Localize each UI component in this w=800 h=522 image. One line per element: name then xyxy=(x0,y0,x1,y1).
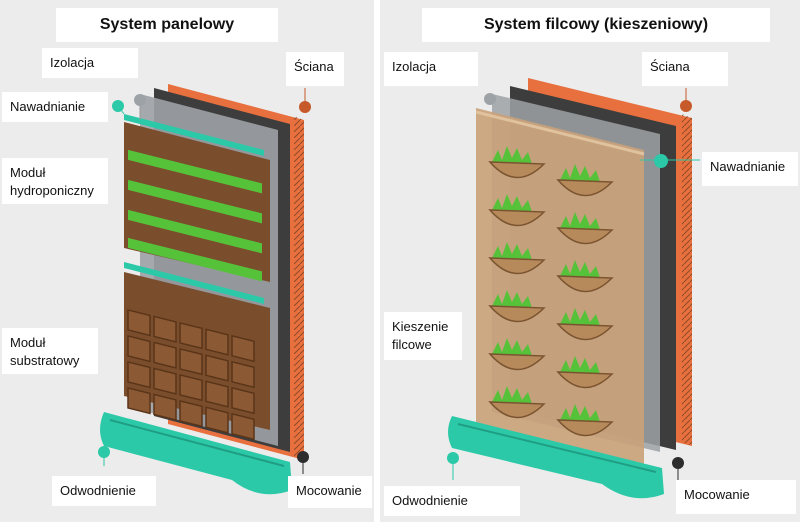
left-irrigation-dot xyxy=(112,100,124,112)
right-drainage-gutter xyxy=(448,416,664,499)
right-label-irrigation: Nawadnianie xyxy=(702,152,798,186)
right-mounting-dot xyxy=(672,457,684,469)
right-label-insulation: Izolacja xyxy=(384,52,478,86)
right-irrigation-dot xyxy=(654,154,668,168)
right-wall-dot xyxy=(680,100,692,112)
left-irrigation-bar xyxy=(124,114,264,156)
left-wall-side xyxy=(294,116,304,460)
left-label-insulation: Izolacja xyxy=(42,48,138,78)
left-hydroponic-grass xyxy=(128,149,262,282)
left-label-hydroponic: Moduł hydroponiczny xyxy=(2,158,108,204)
left-title: System panelowy xyxy=(56,8,278,42)
left-drainage-gutter xyxy=(100,412,292,495)
right-diagram xyxy=(447,78,700,499)
right-label-mounting: Mocowanie xyxy=(676,480,796,514)
left-irrigation-bar-2 xyxy=(124,262,264,304)
left-diagram xyxy=(98,84,311,495)
left-substrate-cells xyxy=(127,308,255,441)
right-felt-pockets xyxy=(488,146,614,437)
right-label-drainage: Odwodnienie xyxy=(384,486,520,516)
left-label-irrigation: Nawadnianie xyxy=(2,92,108,122)
right-insulation-dot xyxy=(484,93,496,105)
left-label-mounting: Mocowanie xyxy=(288,476,372,508)
right-label-pockets: Kieszenie filcowe xyxy=(384,312,462,360)
right-wall-side xyxy=(682,114,692,446)
right-title: System filcowy (kieszeniowy) xyxy=(422,8,770,42)
left-insulation-dot xyxy=(134,94,146,106)
right-drainage-dot xyxy=(447,452,459,464)
right-label-wall: Ściana xyxy=(642,52,728,86)
left-label-drainage: Odwodnienie xyxy=(52,476,156,506)
left-label-wall: Ściana xyxy=(286,52,344,86)
left-mounting-dot xyxy=(297,451,309,463)
left-drainage-dot xyxy=(98,446,110,458)
divider xyxy=(374,0,380,522)
left-label-substrate: Moduł substratowy xyxy=(2,328,98,374)
